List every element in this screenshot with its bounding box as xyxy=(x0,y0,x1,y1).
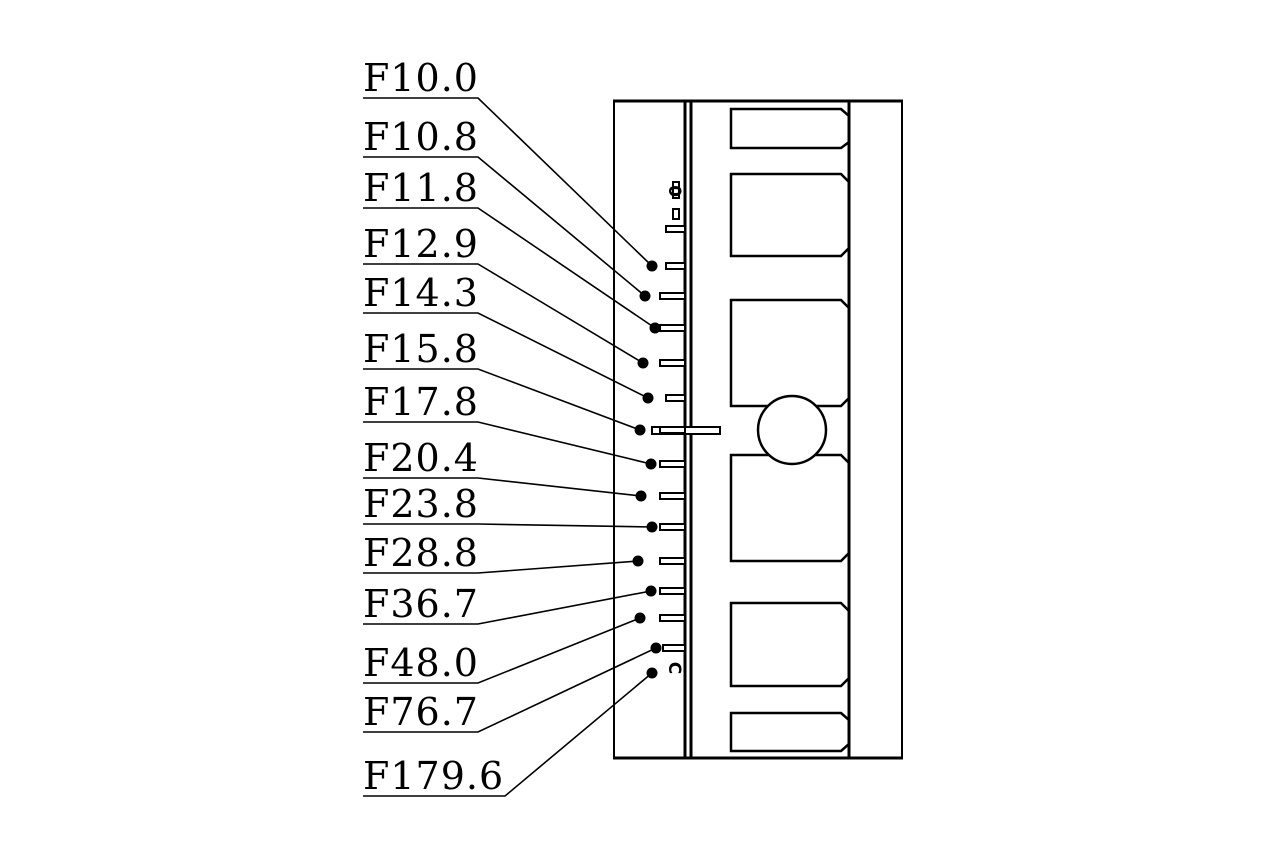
center-knob xyxy=(756,394,828,466)
scale-marker-top: 0 xyxy=(664,185,684,197)
scale-tick xyxy=(659,359,686,367)
scale-dot xyxy=(650,642,662,654)
scale-dot xyxy=(645,458,657,470)
focal-label: F36.7 xyxy=(363,582,479,626)
leader-line xyxy=(363,617,641,684)
leader-line xyxy=(363,523,653,528)
leader-line xyxy=(363,590,652,625)
focal-label: F15.8 xyxy=(363,327,479,371)
scale-tick xyxy=(659,324,686,332)
scale-dot xyxy=(645,585,657,597)
focal-label: F48.0 xyxy=(363,641,479,685)
scale-dot xyxy=(642,392,654,404)
leader-line xyxy=(363,477,642,497)
focal-label: F12.9 xyxy=(363,222,479,266)
scale-dots xyxy=(632,260,662,679)
focal-label: F20.4 xyxy=(363,436,479,480)
focal-label: F14.3 xyxy=(363,271,479,315)
leader-line xyxy=(363,560,639,574)
scale-dot xyxy=(649,322,661,334)
focal-label: F179.6 xyxy=(363,754,504,798)
leader-lines xyxy=(363,97,657,797)
scale-dot xyxy=(646,521,658,533)
scale-tick xyxy=(662,644,686,652)
leader-line xyxy=(363,207,656,329)
focal-label: F10.8 xyxy=(363,115,479,159)
leader-line xyxy=(363,368,641,431)
scale-dot xyxy=(646,260,658,272)
scale-dot xyxy=(637,357,649,369)
scale-tick xyxy=(659,492,686,500)
focal-label: F28.8 xyxy=(363,531,479,575)
leader-line xyxy=(363,263,644,364)
leader-line xyxy=(363,156,646,297)
scale-tick xyxy=(665,394,686,402)
leader-line xyxy=(363,97,653,267)
scale-tick xyxy=(659,460,686,468)
focal-label: F11.8 xyxy=(363,166,479,210)
leader-line xyxy=(363,672,653,797)
scale-tick xyxy=(659,614,686,622)
body-cutouts xyxy=(729,107,851,753)
scale-tick xyxy=(665,262,686,270)
scale-dot xyxy=(639,290,651,302)
scale-tick xyxy=(672,208,680,220)
leader-line xyxy=(363,312,649,399)
scale-tick xyxy=(659,587,686,595)
scale-tick xyxy=(659,426,686,434)
leader-line xyxy=(363,421,652,465)
scale-dot xyxy=(634,424,646,436)
focal-label: F23.8 xyxy=(363,482,479,526)
scale-tick xyxy=(659,557,686,565)
scale-tick xyxy=(659,523,686,531)
scale-tick xyxy=(665,225,686,233)
scale-tick xyxy=(672,181,680,199)
scale-dot xyxy=(632,555,644,567)
focal-label: F10.0 xyxy=(363,56,479,100)
scale-dot xyxy=(646,667,658,679)
focal-labels: F10.0F10.8F11.8F12.9F14.3F15.8F17.8F20.4… xyxy=(363,56,504,798)
focal-label: F17.8 xyxy=(363,380,479,424)
scale-tick xyxy=(659,292,686,300)
scale-dot xyxy=(635,490,647,502)
scale-ticks xyxy=(659,181,686,652)
scale-dot xyxy=(634,612,646,624)
focal-label: F76.7 xyxy=(363,690,479,734)
leader-line xyxy=(363,647,657,733)
scale-marker-bottom: C xyxy=(664,662,684,674)
